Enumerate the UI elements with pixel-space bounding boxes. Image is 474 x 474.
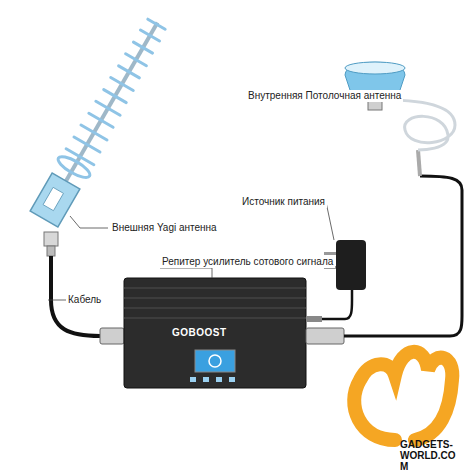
cable (344, 176, 462, 336)
indicator-lights (190, 377, 235, 382)
part-label: Источник питания (240, 196, 327, 208)
repeater-body (124, 278, 306, 388)
power-cable (322, 290, 352, 319)
display-icon (209, 355, 221, 367)
power-plug (306, 316, 322, 322)
prong (324, 252, 336, 255)
display (195, 350, 235, 372)
hand-logo (354, 352, 452, 440)
connector (47, 246, 55, 256)
watermark: GADGETS-WORLD.COM (398, 439, 464, 472)
connector (418, 150, 420, 176)
connector (100, 328, 124, 344)
ceiling-antenna-top (345, 62, 405, 74)
yagi-antenna (28, 13, 173, 228)
leader-lines (48, 96, 358, 300)
connector (306, 328, 344, 344)
connector (44, 232, 58, 246)
antenna-cable-coil (385, 100, 455, 150)
part-label: Внешняя Yagi антенна (110, 222, 219, 234)
heatsink-fins (124, 288, 306, 318)
brand-name: GOBOOST (170, 327, 229, 339)
part-label: Кабель (66, 294, 103, 306)
part-label: Внутренняя Потолочная антенна (246, 90, 403, 102)
power-adapter (336, 240, 366, 290)
part-label: Репитер усилитель сотового сигнала (160, 256, 335, 268)
